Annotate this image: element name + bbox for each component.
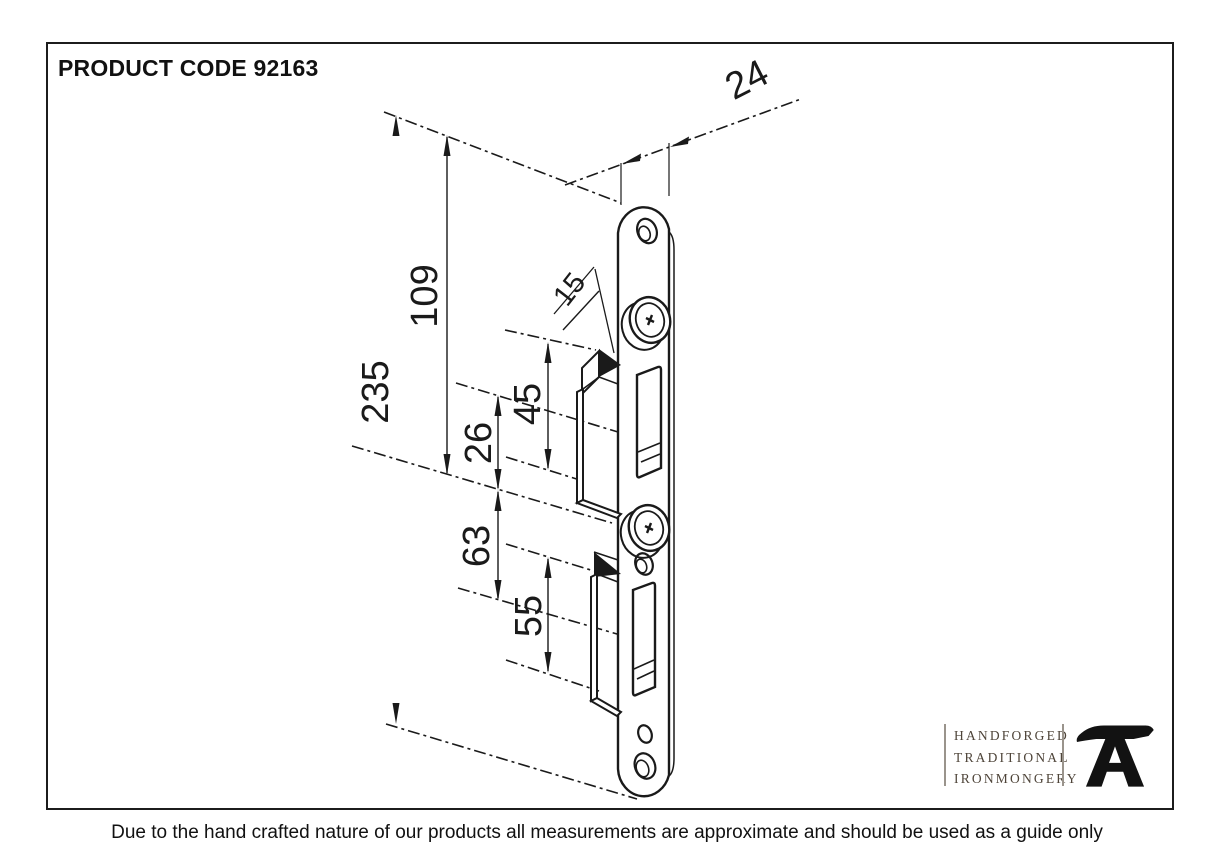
drawing-border bbox=[46, 42, 1174, 810]
disclaimer-text: Due to the hand crafted nature of our pr… bbox=[111, 822, 1103, 843]
logo-line-3: IRONMONGERY bbox=[954, 771, 1079, 786]
screw-hole-middle bbox=[634, 552, 654, 576]
dimension-label-24: 24 bbox=[719, 52, 776, 109]
dimension-26: 26 bbox=[458, 395, 502, 490]
dimension-label-235: 235 bbox=[355, 360, 397, 423]
dimension-55: 55 bbox=[508, 557, 552, 673]
screw-head-top bbox=[620, 295, 672, 351]
extension-line-top bbox=[383, 111, 622, 204]
dimension-label-63: 63 bbox=[456, 525, 498, 567]
logo-rule-left bbox=[944, 724, 946, 786]
extension-line-bottom bbox=[385, 723, 638, 800]
dimension-label-26: 26 bbox=[458, 422, 500, 464]
logo-rule-right bbox=[1062, 724, 1064, 786]
logo-line-1: HANDFORGED bbox=[954, 728, 1070, 743]
dimension-24: 24 bbox=[620, 52, 776, 205]
anvil-icon bbox=[1076, 725, 1154, 787]
dimension-label-55: 55 bbox=[508, 595, 550, 637]
product-code: PRODUCT CODE 92163 bbox=[58, 55, 319, 81]
extension-line-45-top bbox=[504, 329, 597, 351]
screw-drive-icon bbox=[645, 314, 655, 326]
extension-line-26-top bbox=[455, 382, 619, 433]
keep-lip-wedge-upper bbox=[599, 349, 621, 377]
screw-drive-icon bbox=[644, 522, 654, 534]
screw-head-bottom bbox=[619, 503, 671, 559]
extension-line-mid bbox=[351, 445, 613, 524]
screw-hole-top bbox=[636, 217, 658, 245]
dimension-label-45: 45 bbox=[507, 383, 549, 425]
brand-logo: HANDFORGED TRADITIONAL IRONMONGERY bbox=[938, 716, 1163, 794]
logo-line-2: TRADITIONAL bbox=[954, 749, 1070, 765]
plate-outline bbox=[616, 206, 671, 798]
logo-text: HANDFORGED TRADITIONAL IRONMONGERY bbox=[954, 725, 1079, 790]
latch-slot-upper bbox=[635, 365, 663, 479]
extension-line-55-top bbox=[505, 543, 595, 572]
strike-plate bbox=[616, 206, 675, 798]
dimension-label-109: 109 bbox=[404, 264, 446, 327]
extension-line-45-bottom bbox=[505, 456, 584, 482]
latch-slot-lower bbox=[631, 581, 657, 697]
dimension-45: 45 bbox=[507, 342, 552, 470]
dimension-109: 109 bbox=[404, 135, 451, 475]
extension-line-55-bottom bbox=[505, 659, 600, 692]
dimension-63: 63 bbox=[456, 490, 502, 601]
plate-thickness-edge bbox=[668, 231, 675, 777]
keep-lip-wedge-lower bbox=[594, 552, 621, 577]
screw-hole-bottom-small bbox=[637, 724, 653, 744]
screw-hole-bottom-large bbox=[633, 752, 657, 780]
dimension-235: 235 bbox=[355, 115, 400, 724]
dimension-15: 15 bbox=[547, 266, 615, 354]
keep-box-lower bbox=[588, 551, 623, 718]
keep-box-upper bbox=[574, 348, 623, 520]
